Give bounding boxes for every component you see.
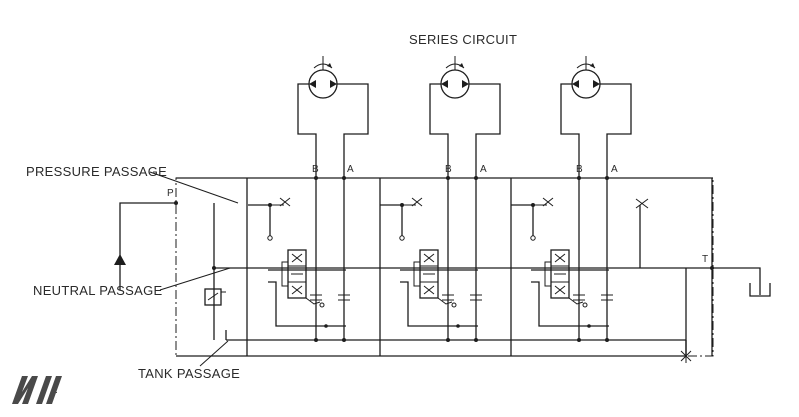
diagram-title: SERIES CIRCUIT (409, 32, 517, 47)
junction-marker-icon (680, 349, 692, 363)
port-p-label: P (167, 188, 174, 199)
inlet-line (119, 202, 176, 265)
neutral-passage-label: NEUTRAL PASSAGE (33, 283, 163, 298)
tank-return-line (712, 267, 761, 295)
port-a-label-2: A (480, 164, 487, 175)
tank-icon (749, 283, 771, 297)
port-b-label-3: B (576, 164, 583, 175)
port-a-label-3: A (611, 164, 618, 175)
company-logo (12, 376, 62, 404)
port-t-label: T (702, 254, 708, 265)
port-b-label-2: B (445, 164, 452, 175)
tank-passage-label: TANK PASSAGE (138, 366, 240, 381)
port-b-label-1: B (312, 164, 319, 175)
valve-section-2 (379, 55, 501, 343)
port-a-label-1: A (347, 164, 354, 175)
pressure-source-icon (114, 254, 126, 265)
relief-valve-icon (204, 288, 222, 306)
valve-section-1 (247, 55, 369, 343)
valve-section-3 (510, 55, 632, 343)
pressure-passage-label: PRESSURE PASSAGE (26, 164, 167, 179)
